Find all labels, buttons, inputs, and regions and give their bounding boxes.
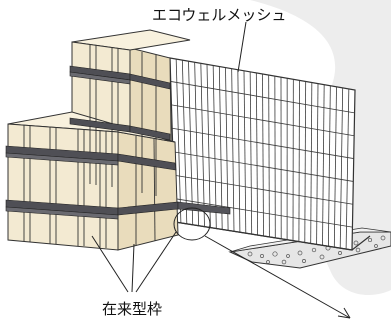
mesh-vertical-line bbox=[322, 84, 325, 246]
mesh-vertical-line bbox=[262, 73, 264, 237]
mesh-horizontal-line bbox=[174, 198, 353, 228]
mesh-horizontal-line bbox=[172, 127, 354, 159]
mesh-vertical-line bbox=[181, 60, 188, 224]
mesh-vertical-line bbox=[212, 65, 217, 229]
lower-box-side bbox=[117, 131, 179, 251]
mesh-vertical-line bbox=[333, 86, 337, 248]
mesh-vertical-line bbox=[310, 82, 313, 244]
mesh-vertical-line bbox=[225, 67, 229, 231]
mesh-vertical-line bbox=[339, 87, 344, 249]
mesh-horizontal-line bbox=[172, 151, 354, 182]
mesh-vertical-line bbox=[218, 66, 223, 230]
mesh-vertical-line bbox=[268, 75, 270, 237]
mesh-vertical-line bbox=[237, 69, 241, 233]
mesh-horizontal-line bbox=[173, 174, 353, 205]
mesh-vertical-line bbox=[206, 64, 211, 228]
mesh-vertical-line bbox=[255, 72, 258, 236]
mesh-vertical-line bbox=[249, 71, 253, 235]
mesh-vertical-line bbox=[328, 85, 331, 247]
mesh-vertical-line bbox=[188, 61, 194, 225]
mesh-vertical-line bbox=[231, 68, 235, 232]
mesh-vertical-line bbox=[304, 81, 307, 243]
mesh-vertical-line bbox=[175, 59, 182, 223]
steel-bands bbox=[5, 65, 231, 220]
detail-circle bbox=[173, 207, 211, 241]
mesh-vertical-line bbox=[200, 63, 205, 227]
mesh-panel bbox=[169, 57, 371, 251]
mesh-vertical-line bbox=[243, 70, 247, 234]
callouts bbox=[91, 21, 351, 319]
mesh-vertical-line bbox=[316, 83, 319, 245]
mesh-horizontal-line bbox=[171, 104, 355, 137]
mesh-vertical-line bbox=[194, 62, 199, 226]
mesh-vertical-line bbox=[298, 80, 300, 242]
mesh-horizontal-line bbox=[170, 81, 355, 114]
mesh-vertical-line bbox=[345, 88, 350, 250]
mesh-label: エコウェルメッシュ bbox=[152, 6, 287, 24]
lower-box-front bbox=[7, 123, 119, 251]
formwork-label: 在来型枠 bbox=[102, 300, 163, 318]
formwork-studs bbox=[23, 44, 157, 248]
